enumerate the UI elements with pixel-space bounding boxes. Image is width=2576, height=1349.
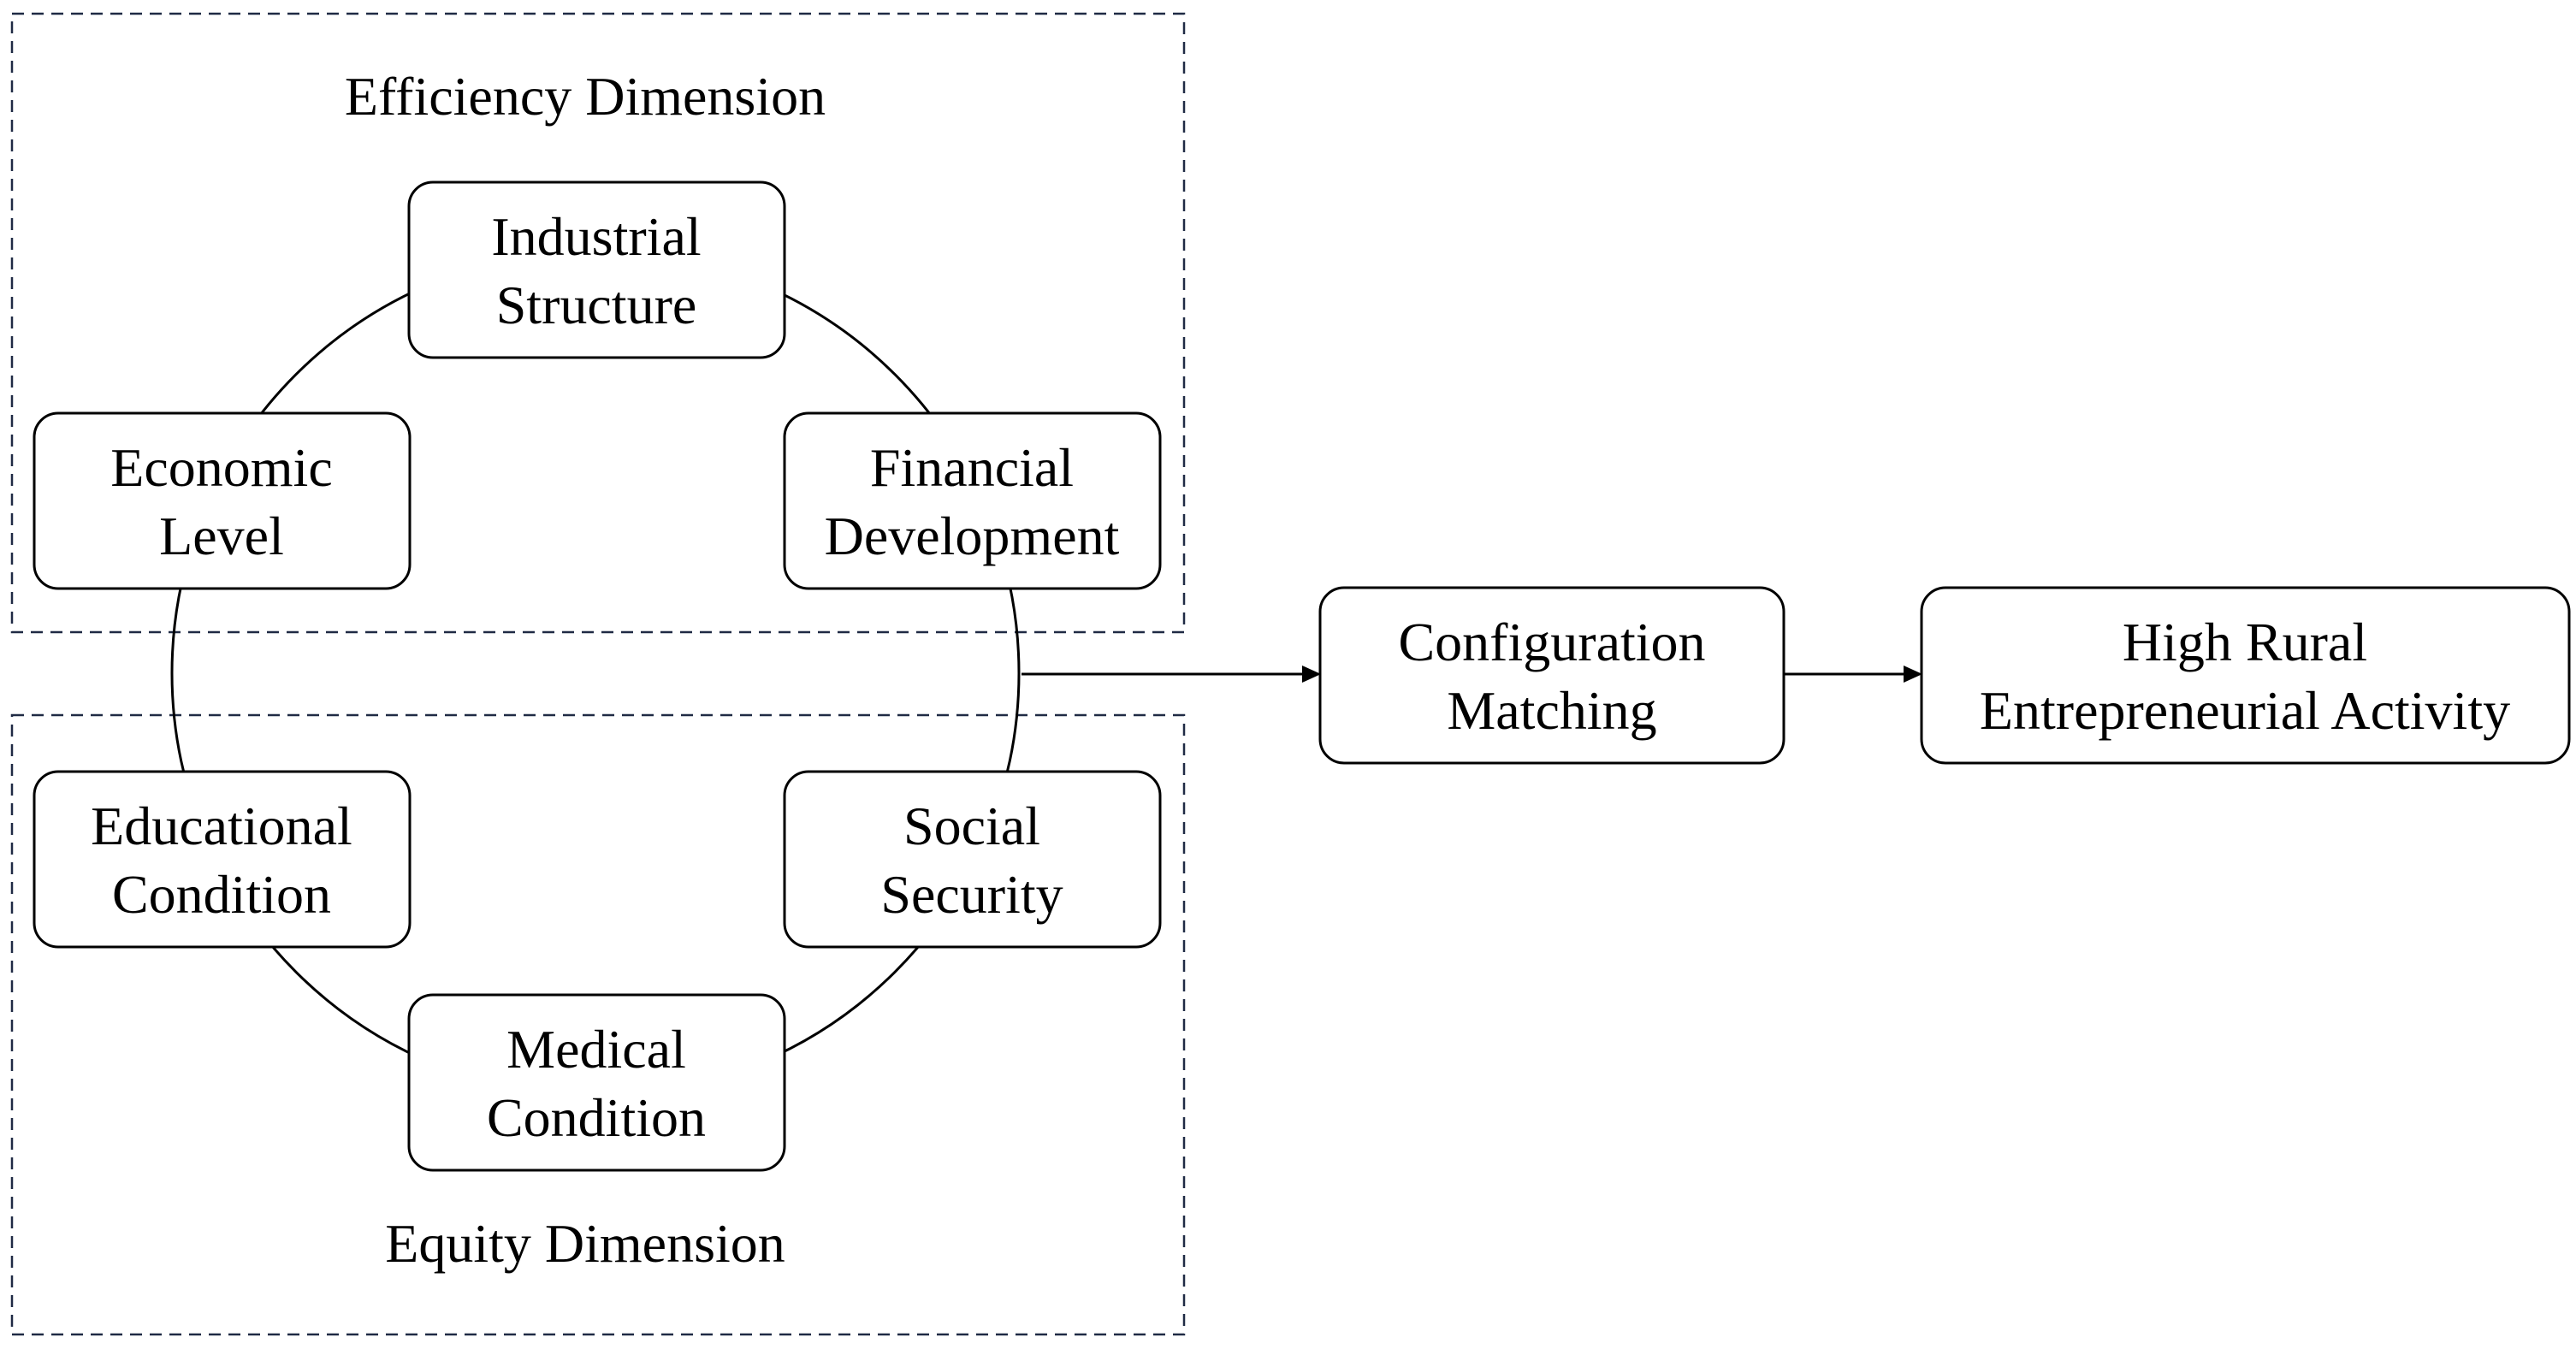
efficiency-dimension-group [10, 12, 1186, 634]
node-educational-condition: Educational Condition [33, 770, 412, 949]
node-outcome-line1: High Rural [2123, 612, 2367, 672]
node-economic-level-line1: Economic [110, 437, 332, 498]
node-industrial-structure-line2: Structure [496, 275, 697, 335]
node-medical-condition-line1: Medical [506, 1019, 686, 1080]
node-social-security-line1: Social [903, 796, 1040, 856]
node-medical-condition: Medical Condition [407, 993, 786, 1172]
equity-dimension-title: Equity Dimension [385, 1213, 785, 1274]
node-configuration-matching-line1: Configuration [1398, 612, 1705, 672]
node-industrial-structure: Industrial Structure [407, 180, 786, 359]
node-social-security-line2: Security [880, 864, 1063, 925]
node-social-security: Social Security [783, 770, 1162, 949]
arrow-configuration-to-outcome [1784, 666, 1922, 683]
node-educational-condition-line1: Educational [91, 796, 352, 856]
node-economic-level: Economic Level [33, 411, 412, 590]
node-financial-development-line1: Financial [870, 437, 1074, 498]
condition-ring [170, 249, 1021, 1098]
arrow-ring-to-configuration [1022, 666, 1321, 683]
node-industrial-structure-line1: Industrial [491, 206, 701, 267]
node-educational-condition-line2: Condition [112, 864, 331, 925]
node-economic-level-line2: Level [159, 506, 284, 566]
node-configuration-matching: Configuration Matching [1318, 586, 1785, 765]
node-medical-condition-line2: Condition [487, 1087, 706, 1148]
efficiency-dimension-title: Efficiency Dimension [345, 66, 826, 127]
node-configuration-matching-line2: Matching [1447, 680, 1656, 741]
node-financial-development: Financial Development [783, 411, 1162, 590]
node-high-rural-entrepreneurial-activity: High Rural Entrepreneurial Activity [1920, 586, 2571, 765]
node-financial-development-line2: Development [825, 506, 1120, 566]
equity-dimension-group [10, 713, 1186, 1336]
node-outcome-line2: Entrepreneurial Activity [1980, 680, 2510, 741]
